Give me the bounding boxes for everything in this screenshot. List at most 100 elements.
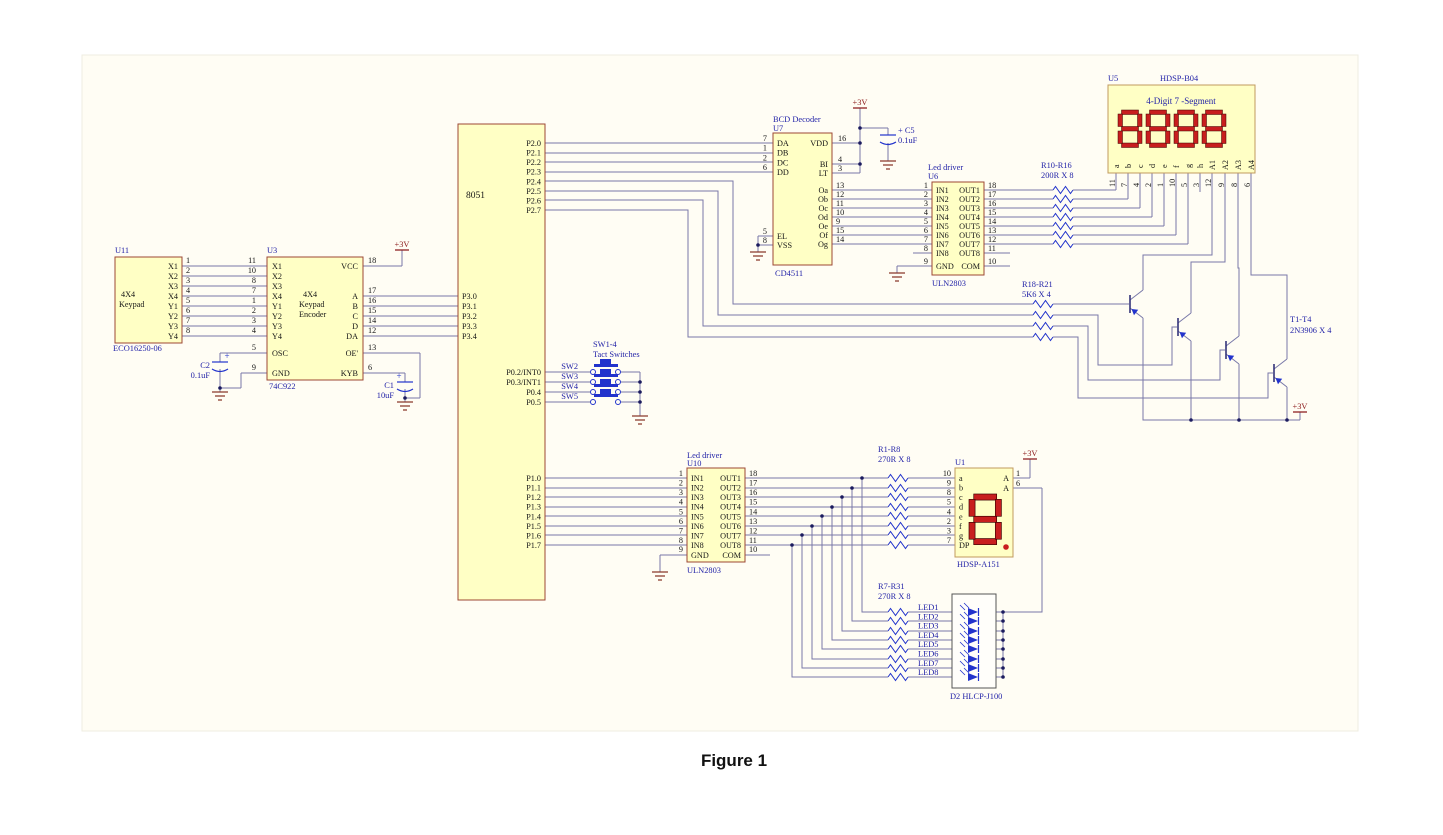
encoder-oe-name: OE' — [346, 349, 359, 358]
r18-ref: R18-R21 — [1022, 280, 1053, 289]
u5-seg-name: g — [1184, 164, 1193, 168]
u10-pin-name: IN5 — [691, 512, 704, 521]
u10-pin-number: 17 — [749, 479, 757, 488]
decoder-pin-name: DA — [777, 139, 789, 148]
contact-icon — [590, 389, 596, 395]
encoder-pin-number: 10 — [248, 266, 256, 275]
u6-pin-name: IN2 — [936, 195, 949, 204]
u6-pin-number: 5 — [924, 217, 928, 226]
switch-knob-icon — [600, 379, 611, 384]
u5-title: 4-Digit 7 -Segment — [1146, 96, 1216, 106]
decoder-pin-name: DD — [777, 168, 789, 177]
decoder-pin-name: Oe — [818, 222, 828, 231]
decoder-pin-name: Og — [818, 240, 828, 249]
u1-seg-name: g — [959, 531, 963, 540]
wires-led-in — [908, 611, 952, 678]
u6-pin-name: OUT1 — [959, 186, 980, 195]
switch-group-ref: SW1-4 — [593, 340, 618, 349]
keypad-pin-name: Y1 — [168, 302, 178, 311]
decoder-pin-number: 15 — [836, 226, 844, 235]
u5-part: HDSP-B04 — [1160, 74, 1199, 83]
mcu-pin-label: P3.0 — [462, 292, 477, 301]
u6-pin-number: 16 — [988, 199, 996, 208]
keypad-pin-name: X1 — [168, 262, 178, 271]
u10-heading: Led driver — [687, 451, 722, 460]
power-3v-label: +3V — [1023, 449, 1038, 458]
junction-dots — [218, 126, 1289, 679]
encoder-vcc-number: 18 — [368, 256, 376, 265]
encoder-pin-number: 8 — [252, 276, 256, 285]
u10-pin-number: 2 — [679, 479, 683, 488]
c2-plus: + — [224, 351, 229, 361]
mcu-pin-label: P2.6 — [526, 196, 541, 205]
u6-heading: Led driver — [928, 163, 963, 172]
wires-u10-out — [659, 477, 888, 572]
keypad-pin-name: X3 — [168, 282, 178, 291]
decoder-el-number: 5 — [763, 227, 767, 236]
decoder-pin-number: 7 — [763, 134, 767, 143]
encoder-pin-number: 4 — [252, 326, 256, 335]
decoder-pin-number: 6 — [763, 163, 767, 172]
mcu-pin-label: P1.1 — [526, 484, 541, 493]
contact-icon — [590, 369, 596, 375]
decoder-pin-name: DB — [777, 149, 789, 158]
u6-pin-number: 4 — [924, 208, 928, 217]
decimal-point-icon — [1003, 544, 1009, 550]
wires-keypad-encoder — [182, 265, 267, 337]
u6-pin-number: 7 — [924, 235, 928, 244]
pnp-arrow-icon — [1227, 355, 1235, 362]
r10-ref: R10-R16 — [1041, 161, 1072, 170]
mcu-pin-label: P3.2 — [462, 312, 477, 321]
switch-label: SW2 — [561, 362, 578, 371]
wires-u7-u6 — [832, 189, 1010, 273]
u5-digit-number: 8 — [1230, 183, 1239, 187]
u6-pin-number: 13 — [988, 226, 996, 235]
u6-pin-name: IN6 — [936, 231, 949, 240]
u6-pin-name: OUT8 — [959, 249, 980, 258]
u6-pin-name: OUT6 — [959, 231, 980, 240]
u1-seg-name: a — [959, 474, 963, 483]
u1-seg-name: c — [959, 493, 963, 502]
decoder-pin-number: 9 — [836, 217, 840, 226]
c2-ref: C2 — [200, 361, 210, 370]
mcu-pin-label: P2.4 — [526, 177, 541, 186]
mcu-p3-pins: P3.0P3.1P3.2P3.3P3.4 — [462, 292, 477, 341]
u6-pin-number: 3 — [924, 199, 928, 208]
led-label: LED1 — [918, 603, 938, 612]
encoder-pin-name: X1 — [272, 262, 282, 271]
tact-switches — [590, 359, 621, 405]
c1-ref: C1 — [384, 381, 394, 390]
decoder-pin-number: 2 — [763, 153, 767, 162]
decoder-pin-name: Of — [819, 231, 828, 240]
decoder-part: CD4511 — [775, 269, 803, 278]
t1-t4-part: 2N3906 X 4 — [1290, 326, 1332, 335]
u10-pin-name: IN4 — [691, 503, 704, 512]
contact-icon — [615, 389, 621, 395]
decoder-vdd-number: 16 — [838, 134, 846, 143]
decoder-pin-number: 1 — [763, 144, 767, 153]
decoder-vss-number: 8 — [763, 236, 767, 245]
u6-pin-number: 11 — [988, 244, 996, 253]
power-3v-label: +3V — [1293, 402, 1308, 411]
u6-pin-name: IN3 — [936, 204, 949, 213]
mcu-pin-label: P1.6 — [526, 531, 541, 540]
wires-u6-display — [984, 173, 1201, 245]
u1-anode-name: A — [1003, 484, 1009, 493]
encoder-box — [266, 256, 364, 381]
u10-pin-number: 12 — [749, 526, 757, 535]
figure-caption: Figure 1 — [701, 751, 767, 770]
mcu-pin-label: P3.4 — [462, 332, 477, 341]
encoder-osc-number: 5 — [252, 343, 256, 352]
transistor-base-bars — [1129, 295, 1275, 382]
u6-pin-name: IN1 — [936, 186, 949, 195]
r18-value: 5K6 X 4 — [1022, 290, 1052, 299]
